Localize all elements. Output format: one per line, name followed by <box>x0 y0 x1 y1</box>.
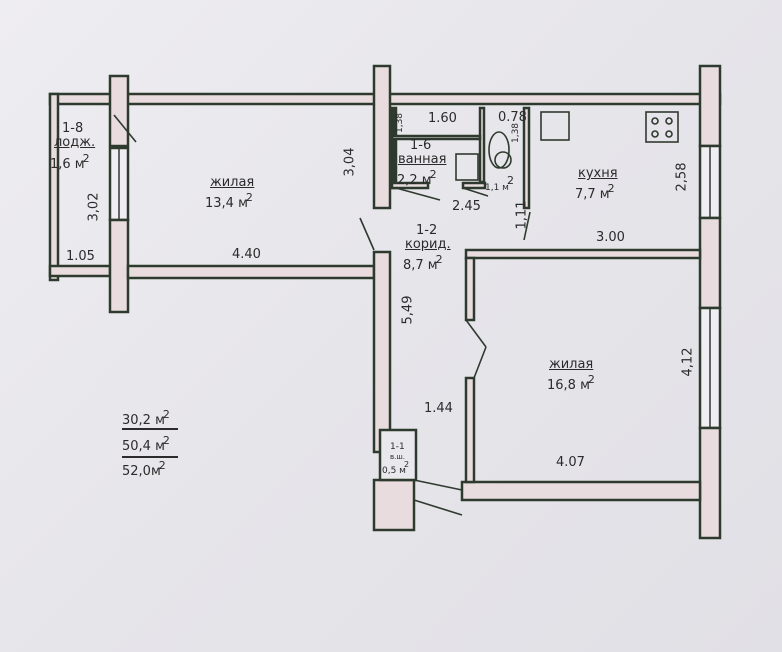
kitchen-name: кухня <box>578 166 618 181</box>
total-living-area: 30,2 м2 <box>122 408 170 428</box>
living1-width: 4.40 <box>232 247 261 262</box>
wc-width: 0.78 <box>498 110 527 125</box>
corridor-name: корид. <box>405 237 451 252</box>
living1-name: жилая <box>210 175 255 190</box>
bath-id: 1-6 <box>410 138 432 153</box>
bath-name: ванная <box>398 152 447 167</box>
kitchen-area: 7,7 м2 <box>575 182 615 202</box>
corridor-area: 8,7 м2 <box>403 253 443 273</box>
loggia-name: лодж. <box>54 135 96 150</box>
toilet <box>488 131 510 169</box>
living2-height: 4,12 <box>680 347 696 377</box>
loggia-height: 3,02 <box>86 192 102 222</box>
bath-corridor-width: 2.45 <box>452 199 481 214</box>
kitchen-width: 3.00 <box>596 230 625 245</box>
living2-name: жилая <box>549 357 594 372</box>
living1-area: 13,4 м2 <box>205 191 253 211</box>
living2-area: 16,8 м2 <box>547 373 595 393</box>
corridor-width: 1.44 <box>424 401 453 416</box>
total-area-with-loggia: 52,0м2 <box>122 459 166 479</box>
kitchen-door-width: 1,11 <box>514 200 530 230</box>
loggia-width: 1.05 <box>66 249 95 264</box>
totals-divider-1 <box>122 428 178 430</box>
wc-area: 1,1 м2 <box>485 174 514 193</box>
loggia-area: 1,6 м2 <box>50 152 90 172</box>
closet-area: 0,5 м2 <box>382 460 410 476</box>
bath-width: 1.60 <box>428 111 457 126</box>
wall-loggia-left <box>48 92 60 282</box>
living1-height: 3,04 <box>342 147 358 177</box>
corridor-height: 5,49 <box>400 295 416 325</box>
bath-height: 1,38 <box>395 112 406 134</box>
wc-height: 1,38 <box>511 122 522 144</box>
washbasin <box>455 153 479 181</box>
loggia-id: 1-8 <box>62 121 84 136</box>
living2-width: 4.07 <box>556 455 585 470</box>
closet-name: в.ш. <box>390 453 405 461</box>
kitchen-height: 2,58 <box>674 162 690 192</box>
bath-area: 2,2 м2 <box>397 168 437 188</box>
closet-id: 1-1 <box>390 442 405 452</box>
stove <box>645 111 679 143</box>
total-area: 50,4 м2 <box>122 434 170 454</box>
sink <box>540 111 570 141</box>
corridor-id: 1-2 <box>416 223 438 238</box>
totals-divider-2 <box>122 456 178 458</box>
